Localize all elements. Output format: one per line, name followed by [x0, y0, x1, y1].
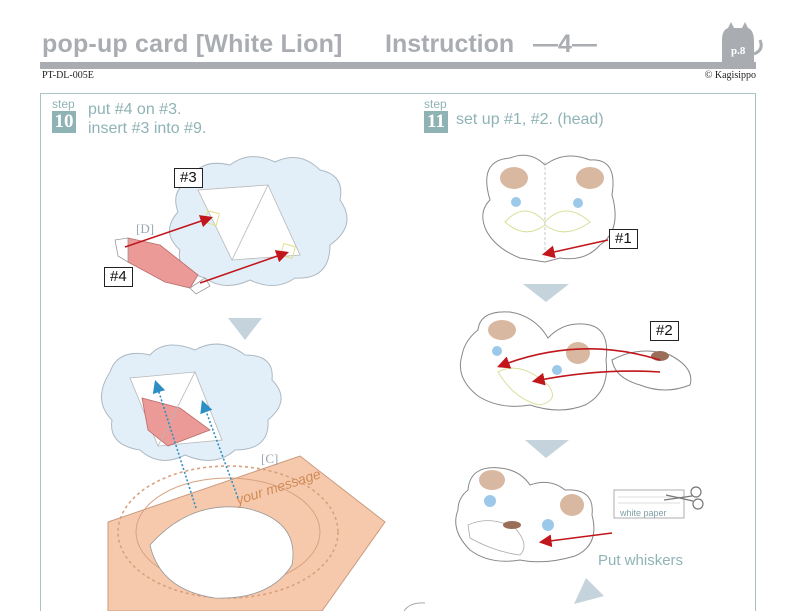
step10-cloud-bottom	[101, 344, 281, 460]
flow-arrow-left-1	[228, 318, 262, 340]
lion-head-3	[456, 468, 594, 562]
label-part-2: #2	[650, 321, 679, 341]
label-D: [D]	[136, 221, 154, 236]
white-paper-label: white paper	[619, 508, 667, 518]
step10-card: your message	[108, 456, 385, 611]
flow-arrow-right-1	[523, 284, 569, 302]
label-part-1: #1	[609, 229, 638, 249]
flow-arrow-diagonal	[574, 578, 604, 604]
flow-arrow-right-2	[525, 440, 569, 458]
label-C: [C]	[261, 451, 278, 466]
label-part-3: #3	[174, 168, 203, 188]
whiskers-label: Put whiskers	[598, 552, 683, 569]
label-part-4: #4	[104, 267, 133, 287]
lion-head-1	[483, 155, 615, 262]
next-part-hint	[404, 603, 425, 611]
